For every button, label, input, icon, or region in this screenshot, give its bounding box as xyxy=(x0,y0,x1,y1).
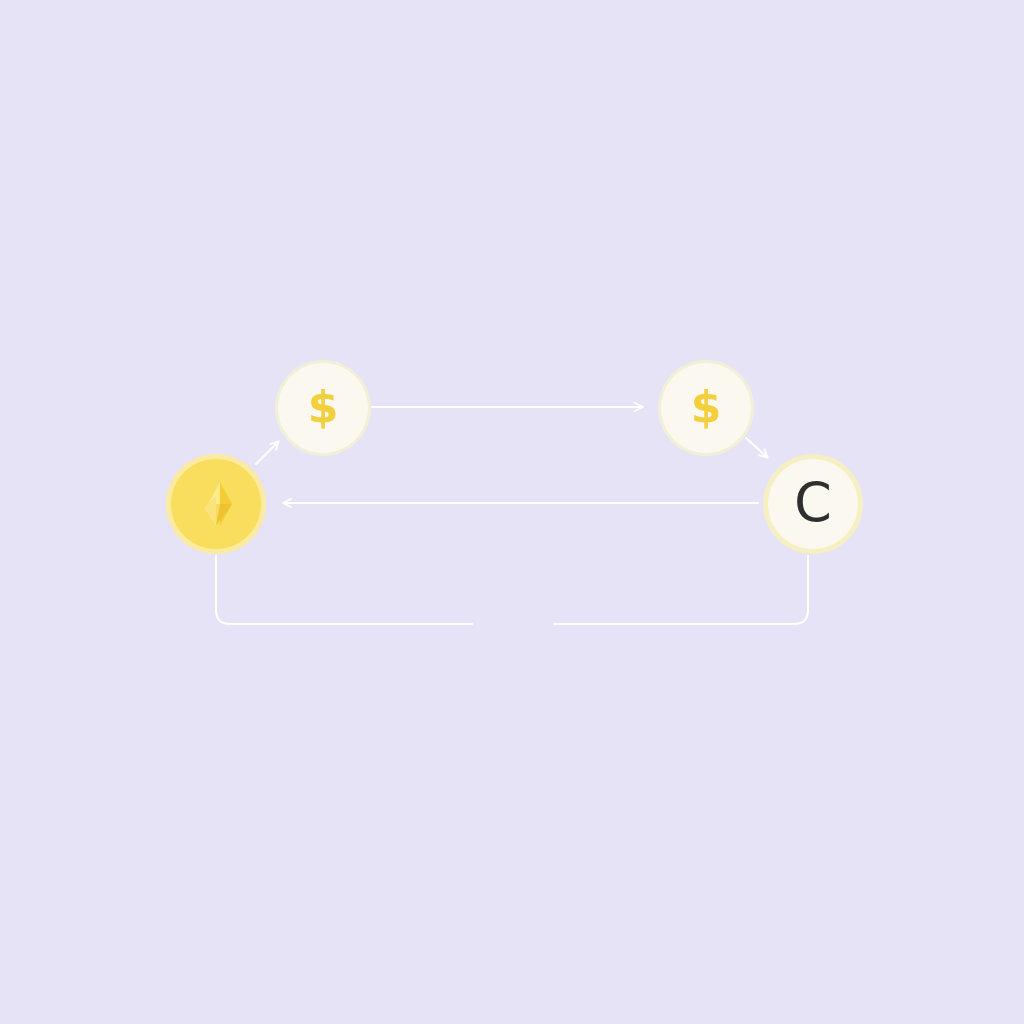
c-node[interactable]: C xyxy=(763,454,863,554)
dollar-sign-icon: $ xyxy=(307,382,339,433)
coin-node[interactable] xyxy=(166,454,266,554)
edge-dollar-right-to-c-node xyxy=(745,437,769,459)
dollar-sign-icon: $ xyxy=(690,382,722,433)
edge-coin-to-dollar-left xyxy=(255,440,280,465)
bracket-connector-right xyxy=(553,555,809,625)
dollar-node-left[interactable]: $ xyxy=(275,360,371,456)
c-letter-icon: C xyxy=(794,471,832,534)
gold-coin-icon xyxy=(204,482,232,526)
bracket-connector-left xyxy=(215,555,473,625)
dollar-node-right[interactable]: $ xyxy=(658,360,754,456)
